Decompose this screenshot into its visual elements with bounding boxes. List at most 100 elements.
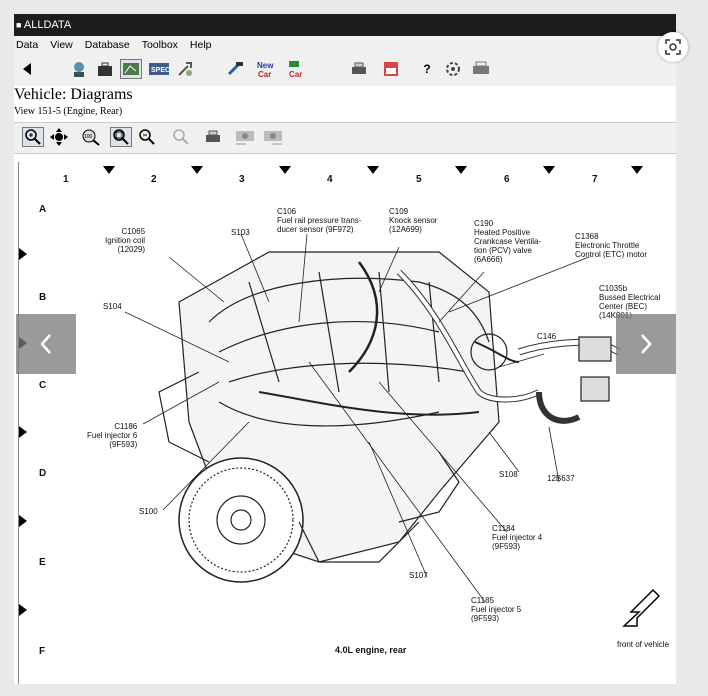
printer-icon [206,130,220,142]
specs-icon: SPEC [149,63,170,75]
callout-c146: C146 [537,332,557,341]
grid-row-a: A [39,204,47,215]
zoom-out-disabled-button[interactable] [170,127,192,147]
grid-column-1: 1 [63,174,69,185]
svg-text:Car: Car [289,70,302,79]
window-title: ALLDATA [23,19,72,31]
callout-c1184: C1184 Fuel injector 4 (9F593) [492,524,543,551]
callout-c106: C106 Fuel rail pressure trans- ducer sen… [277,207,362,234]
zoom-out-button[interactable] [136,127,158,147]
pan-button[interactable] [48,127,70,147]
back-button[interactable] [16,59,38,79]
zoom-100-button[interactable]: 100 [80,127,102,147]
specs-button[interactable]: SPEC [148,59,170,79]
triangle-left-icon [23,63,31,75]
callout-s104: S104 [103,302,122,311]
menu-help[interactable]: Help [189,39,212,51]
zoom-in-button[interactable] [22,127,44,147]
camera-forward-icon [264,131,282,145]
chevron-left-icon [40,334,51,354]
diagram-caption: 4.0L engine, rear [335,645,407,655]
diagram-view-button[interactable] [120,59,142,79]
gear-icon [446,62,460,76]
zoom-100-icon: 100 [82,129,100,146]
callout-s108: S108 [499,470,518,479]
callout-c1035b: C1035b Bussed Electrical Center (BEC) (1… [599,284,661,320]
callout-c1065: C1065 Ignition coil (12029) [105,227,146,254]
grid-column-4: 4 [327,174,333,185]
pan-arrows-icon [50,128,68,146]
lens-search-icon [665,39,681,55]
notes-icon [384,62,398,76]
svg-text:Car: Car [258,70,271,79]
hammer-icon [227,62,243,76]
svg-text:100: 100 [84,134,93,140]
diagram-print-button[interactable] [202,127,224,147]
menu-toolbox[interactable]: Toolbox [141,39,178,51]
briefcase-icon [98,62,112,76]
printer-icon [352,62,366,74]
question-mark-icon: ? [423,62,431,76]
previous-slide-button[interactable] [16,314,76,374]
settings-button[interactable] [442,59,464,79]
visual-search-button[interactable] [658,32,688,62]
technician-button[interactable] [68,59,90,79]
vehicle-header: Vehicle: Diagrams View 151-5 (Engine, Re… [14,86,676,122]
app-window: ■ ALLDATA Data View Database Toolbox Hel… [14,14,676,684]
engine-diagram [19,166,661,627]
grid-row-b: B [39,292,47,303]
tools-button[interactable] [174,59,196,79]
next-slide-button[interactable] [616,314,676,374]
svg-text:SPEC: SPEC [151,67,170,74]
previous-image-button[interactable] [234,127,256,147]
callout-c1368: C1368 Electronic Throttle Control (ETC) … [575,232,648,259]
zoom-fit-icon [113,129,129,145]
grid-column-2: 2 [151,174,157,185]
grid-row-c: C [39,380,47,391]
grid-column-7: 7 [592,174,598,185]
grid-column-6: 6 [504,174,510,185]
menu-data[interactable]: Data [16,39,39,51]
menu-view[interactable]: View [50,39,73,51]
app-logo-icon: ■ [16,20,22,30]
callout-s100: S100 [139,507,158,516]
diagram-canvas[interactable]: 1 2 3 4 5 6 7 A B C D E F C1065 Ignition… [18,162,676,684]
grid-column-5: 5 [416,174,422,185]
magnify-minus-disabled-icon [173,129,189,145]
zoom-fit-button[interactable] [110,127,132,147]
wrench-icon [178,62,192,76]
help-button[interactable]: ? [416,59,438,79]
leader-lines [124,233,590,603]
menu-bar: Data View Database Toolbox Help [14,36,676,54]
callout-12b637: 12B637 [547,474,575,483]
notes-button[interactable] [380,59,402,79]
title-bar: ■ ALLDATA [14,14,676,36]
repair-button[interactable] [224,59,246,79]
car-icon: Car [289,61,302,79]
grid-column-3: 3 [239,174,245,185]
callout-c190: C190 Heated Positive Crankcase Ventila- … [474,219,542,264]
grid-row-d: D [39,468,47,479]
camera-back-icon [236,131,254,145]
change-car-button[interactable]: Car [286,59,310,79]
page-title: Vehicle: Diagrams [14,86,133,103]
grid-row-e: E [39,557,46,568]
front-arrow-icon [622,588,661,627]
magnify-minus-icon [139,129,155,145]
print-button[interactable] [348,59,370,79]
print-queue-button[interactable] [470,59,492,79]
front-of-vehicle-label: front of vehicle [617,640,670,649]
next-image-button[interactable] [262,127,284,147]
menu-database[interactable]: Database [84,39,130,51]
grid-row-f: F [39,646,46,657]
print-queue-icon [473,61,489,74]
briefcase-button[interactable] [94,59,116,79]
callout-s103: S103 [231,228,250,237]
page-subtitle: View 151-5 (Engine, Rear) [14,106,123,117]
engine-drawing [158,251,621,583]
callout-s107: S107 [409,571,428,580]
callout-c109: C109 Knock sensor (12A699) [389,207,438,234]
